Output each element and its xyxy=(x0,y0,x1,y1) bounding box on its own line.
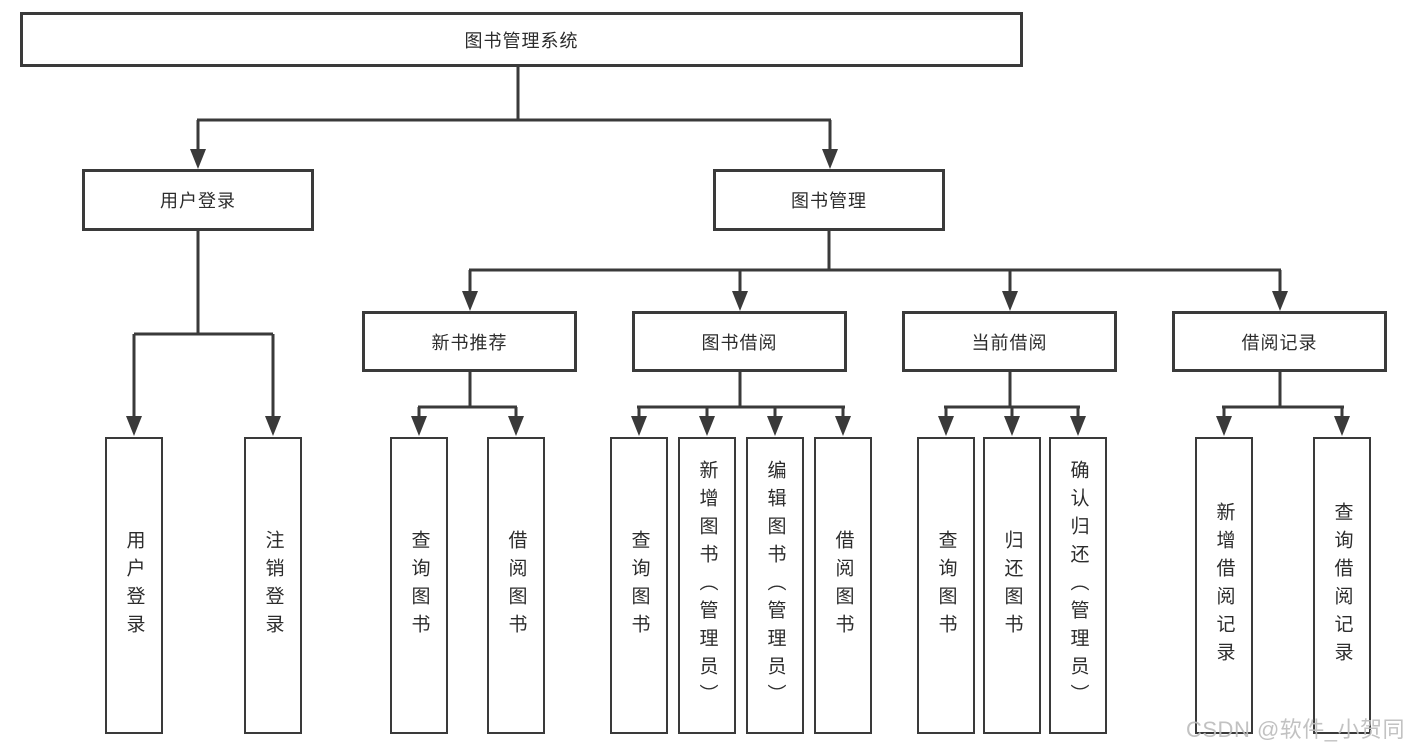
node-leaf-user-login-label: 用户登录 xyxy=(123,529,145,642)
node-group-borrow-records: 借阅记录 xyxy=(1172,311,1387,372)
node-leaf-edit-book-admin: 编辑图书（管理员） xyxy=(746,437,804,734)
node-leaf-borrow-books-2: 借阅图书 xyxy=(814,437,872,734)
node-leaf-query-books-1-label: 查询图书 xyxy=(408,529,430,642)
node-group-new-book-recommend-label: 新书推荐 xyxy=(431,332,508,353)
node-book-management-branch: 图书管理 xyxy=(713,169,945,231)
node-leaf-query-books-2: 查询图书 xyxy=(610,437,668,734)
node-leaf-edit-book-admin-label: 编辑图书（管理员） xyxy=(764,459,786,712)
node-group-book-borrow-label: 图书借阅 xyxy=(701,332,778,353)
node-group-book-borrow: 图书借阅 xyxy=(632,311,847,372)
watermark: CSDN @软件_小贺同学 xyxy=(1186,717,1405,742)
node-leaf-return-book-label: 归还图书 xyxy=(1001,529,1023,642)
node-root-label: 图书管理系统 xyxy=(464,30,579,51)
node-leaf-add-book-admin-label: 新增图书（管理员） xyxy=(696,459,718,712)
node-leaf-query-books-3: 查询图书 xyxy=(917,437,975,734)
node-leaf-logout-label: 注销登录 xyxy=(262,529,284,642)
node-leaf-confirm-return-admin-label: 确认归还（管理员） xyxy=(1067,459,1089,712)
node-leaf-add-book-admin: 新增图书（管理员） xyxy=(678,437,736,734)
node-group-current-borrow: 当前借阅 xyxy=(902,311,1117,372)
node-leaf-user-login: 用户登录 xyxy=(105,437,163,734)
node-leaf-query-books-3-label: 查询图书 xyxy=(935,529,957,642)
node-leaf-confirm-return-admin: 确认归还（管理员） xyxy=(1049,437,1107,734)
node-leaf-add-borrow-record-label: 新增借阅记录 xyxy=(1213,501,1235,670)
node-leaf-borrow-books-1-label: 借阅图书 xyxy=(505,529,527,642)
node-root: 图书管理系统 xyxy=(20,12,1023,67)
node-user-login-branch-label: 用户登录 xyxy=(160,191,236,211)
node-book-management-branch-label: 图书管理 xyxy=(791,191,867,211)
node-leaf-query-books-2-label: 查询图书 xyxy=(628,529,650,642)
node-leaf-borrow-books-1: 借阅图书 xyxy=(487,437,545,734)
node-group-current-borrow-label: 当前借阅 xyxy=(971,332,1048,353)
node-leaf-query-books-1: 查询图书 xyxy=(390,437,448,734)
node-leaf-query-borrow-record-label: 查询借阅记录 xyxy=(1331,501,1353,670)
node-group-new-book-recommend: 新书推荐 xyxy=(362,311,577,372)
node-user-login-branch: 用户登录 xyxy=(82,169,314,231)
node-leaf-add-borrow-record: 新增借阅记录 xyxy=(1195,437,1253,734)
node-leaf-logout: 注销登录 xyxy=(244,437,302,734)
node-leaf-borrow-books-2-label: 借阅图书 xyxy=(832,529,854,642)
node-group-borrow-records-label: 借阅记录 xyxy=(1241,332,1318,353)
node-leaf-return-book: 归还图书 xyxy=(983,437,1041,734)
node-leaf-query-borrow-record: 查询借阅记录 xyxy=(1313,437,1371,734)
